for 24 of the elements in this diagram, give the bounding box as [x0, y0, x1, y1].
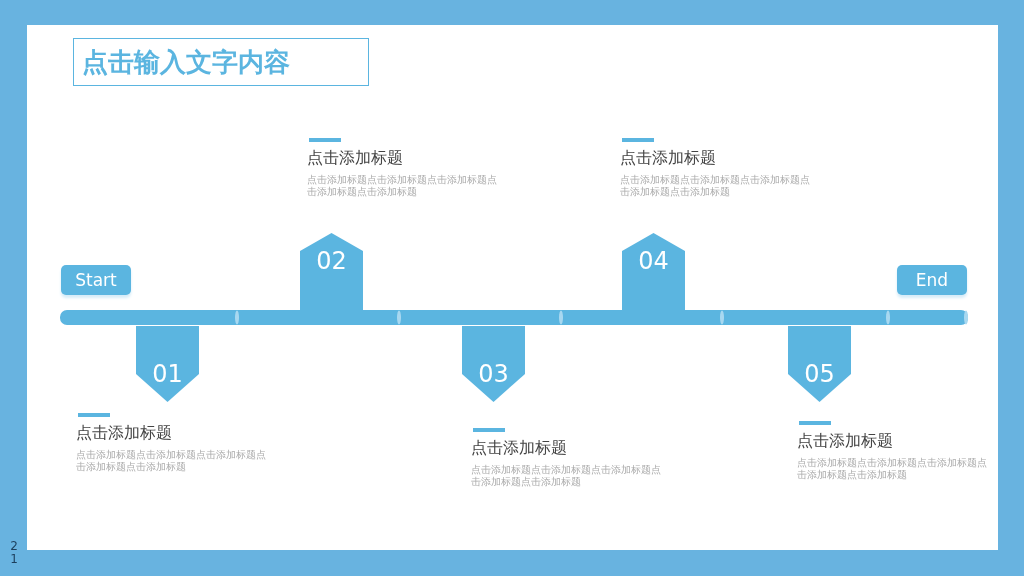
step-number: 02: [315, 247, 348, 275]
pentagon-marker: [300, 233, 363, 310]
step-description: 点击添加标题点击添加标题点击添加标题点击添加标题点击添加标题: [76, 449, 266, 473]
step-description: 点击添加标题点击添加标题点击添加标题点击添加标题点击添加标题: [620, 174, 810, 198]
step-heading: 点击添加标题: [76, 423, 172, 444]
step-description: 点击添加标题点击添加标题点击添加标题点击添加标题点击添加标题: [471, 464, 661, 488]
step-heading: 点击添加标题: [797, 431, 893, 452]
pentagon-marker: [462, 326, 525, 402]
step-description: 点击添加标题点击添加标题点击添加标题点击添加标题点击添加标题: [797, 457, 987, 481]
pentagon-marker: [788, 326, 851, 402]
step-heading: 点击添加标题: [620, 148, 716, 169]
step-description: 点击添加标题点击添加标题点击添加标题点击添加标题点击添加标题: [307, 174, 497, 198]
timeline-end-tag: Start: [61, 265, 131, 295]
step-number: 05: [803, 360, 836, 388]
pentagon-marker: [622, 233, 685, 310]
step-heading: 点击添加标题: [307, 148, 403, 169]
page-number: 21: [9, 540, 19, 566]
timeline-end-tag: End: [897, 265, 967, 295]
step-number: 01: [151, 360, 184, 388]
pentagon-marker: [136, 326, 199, 402]
step-number: 04: [637, 247, 670, 275]
step-number: 03: [477, 360, 510, 388]
title-box: 点击输入文字内容: [73, 38, 369, 86]
step-heading: 点击添加标题: [471, 438, 567, 459]
